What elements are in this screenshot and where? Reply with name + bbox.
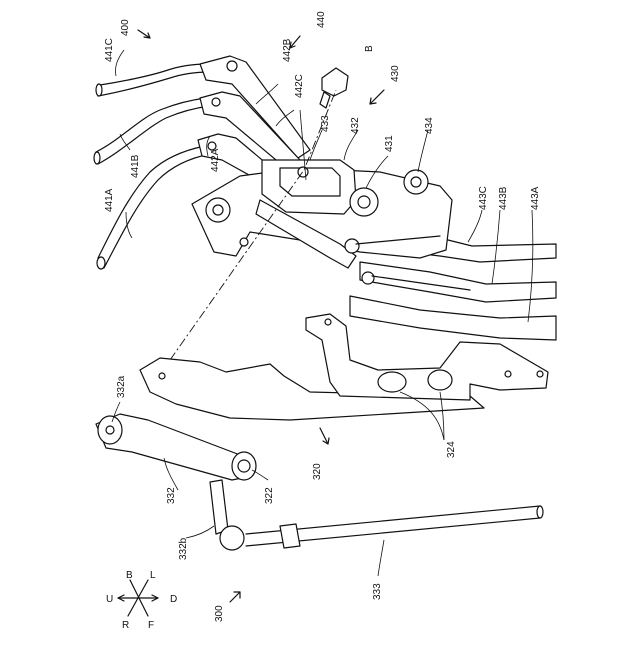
label-441B: 441B: [130, 154, 141, 178]
label-430: 430: [390, 65, 401, 82]
label-333: 333: [372, 583, 383, 600]
label-443C: 443C: [478, 186, 489, 210]
bolt-B: [320, 68, 348, 108]
dir-up: U: [106, 594, 113, 605]
arrow-430: [370, 90, 384, 104]
direction-compass: U B L D R F: [106, 570, 177, 631]
label-324: 324: [446, 441, 457, 458]
arrow-400: [138, 30, 150, 38]
arrow-300: [230, 592, 240, 602]
label-442C: 442C: [294, 74, 305, 98]
dir-left: L: [150, 570, 156, 581]
dir-down: D: [170, 594, 177, 605]
label-332b: 332b: [178, 537, 189, 560]
rod-333: [246, 506, 543, 548]
label-442B: 442B: [282, 38, 293, 62]
label-443A: 443A: [530, 186, 541, 210]
shaft-322: [232, 452, 256, 480]
label-431: 431: [384, 135, 395, 152]
label-300: 300: [214, 605, 225, 622]
label-320: 320: [312, 463, 323, 480]
label-332a: 332a: [116, 375, 127, 398]
label-441C: 441C: [104, 38, 115, 62]
dir-back: B: [126, 570, 133, 581]
label-432: 432: [350, 117, 361, 134]
label-332: 332: [166, 487, 177, 504]
label-443B: 443B: [498, 186, 509, 210]
arrow-320: [320, 428, 329, 444]
label-322: 322: [264, 487, 275, 504]
rod-441B: [94, 98, 210, 164]
label-442A: 442A: [210, 148, 221, 172]
plate-443A: [350, 296, 556, 340]
roller-left: [206, 198, 230, 222]
arm-332b: [210, 480, 244, 550]
label-434: 434: [424, 117, 435, 134]
label-B: B: [364, 45, 375, 52]
roller-434-left: [350, 188, 378, 216]
rod-441C: [96, 64, 210, 96]
label-441A: 441A: [104, 188, 115, 212]
label-440: 440: [316, 11, 327, 28]
dir-front: F: [148, 620, 154, 631]
plate-443B: [360, 262, 556, 302]
label-400: 400: [120, 19, 131, 36]
lever-332: [96, 414, 252, 480]
roller-434-right: [404, 170, 428, 194]
dir-right: R: [122, 620, 129, 631]
label-433: 433: [320, 115, 331, 132]
